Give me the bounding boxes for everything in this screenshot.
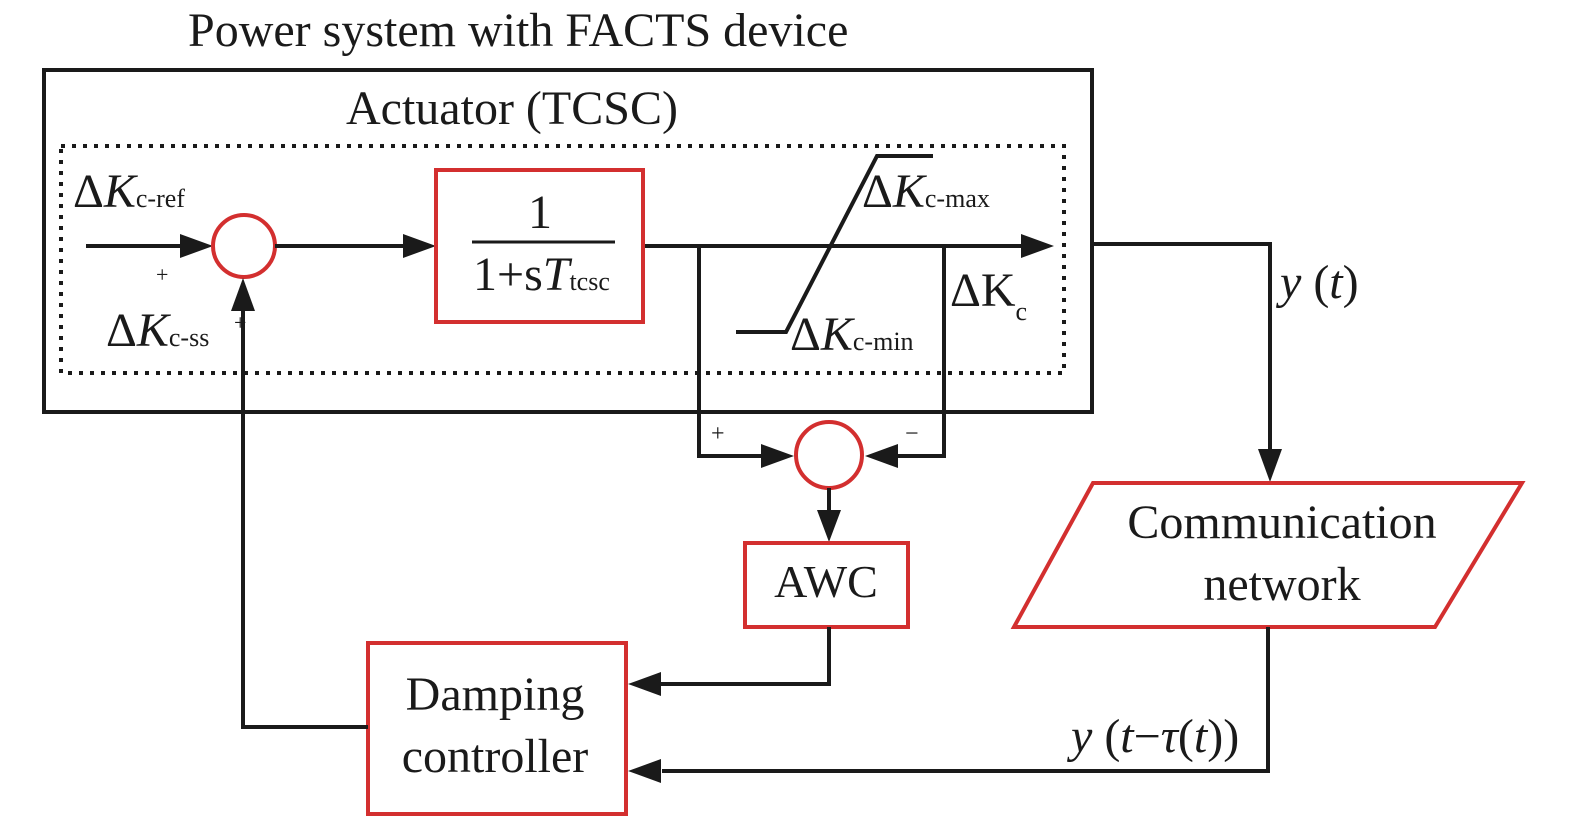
awc-to-controller-arrow (628, 672, 661, 696)
measured-output-arrow (1258, 449, 1282, 482)
actuator-label: Actuator (TCSC) (346, 82, 678, 135)
input-ref-arrow (180, 234, 213, 258)
delayed-signal-arrow (628, 759, 661, 783)
input-ss-label: ΔKc-ss (106, 304, 209, 357)
controller-feedback-wire (241, 310, 368, 729)
delayed-signal-wire (662, 627, 1270, 773)
awc-tap-after-saturation (896, 246, 946, 458)
tf-numerator: 1 (528, 186, 552, 239)
summing-junction-input (211, 213, 277, 279)
measured-output-wire (1093, 242, 1272, 452)
awc-plus-sign: + (711, 421, 725, 447)
damping-controller-line1: Damping (406, 668, 585, 721)
saturation-min-label: ΔKc-min (790, 308, 914, 361)
diagram-title: Power system with FACTS device (188, 4, 848, 57)
junction-to-tf-arrow (403, 234, 436, 258)
power-system-box (42, 68, 1094, 414)
junction-to-awc-arrow (817, 510, 841, 542)
damping-controller-line2: controller (402, 730, 589, 783)
awc-minus-sign: − (905, 421, 919, 447)
controller-feedback-arrow (231, 278, 255, 311)
awc-tap-after-arrow (865, 444, 898, 468)
actuator-boundary (59, 144, 1066, 375)
comm-network-line2: network (1203, 558, 1360, 611)
communication-network-block (1010, 481, 1526, 629)
awc-to-controller-wire (660, 627, 831, 686)
awc-tap-before-arrow (761, 444, 794, 468)
transfer-function-block (434, 168, 645, 324)
signal-y-delay: y (t−τ(t)) (1066, 710, 1239, 763)
input-ref-sign: + (156, 262, 168, 287)
damping-controller-block (366, 641, 628, 816)
awc-block (743, 541, 910, 629)
output-arrow (1021, 234, 1054, 258)
saturation-curve (736, 154, 933, 334)
output-label: ΔKc (950, 264, 1027, 326)
signal-y-t: y (t) (1275, 256, 1359, 309)
tf-denominator: 1+sTtcsc (473, 248, 610, 301)
awc-tap-before-saturation (697, 246, 766, 458)
input-ref-label: ΔKc-ref (73, 165, 185, 218)
summing-junction-awc (794, 420, 864, 490)
awc-label: AWC (774, 556, 878, 607)
comm-network-line1: Communication (1127, 496, 1436, 549)
saturation-max-label: ΔKc-max (862, 165, 990, 218)
